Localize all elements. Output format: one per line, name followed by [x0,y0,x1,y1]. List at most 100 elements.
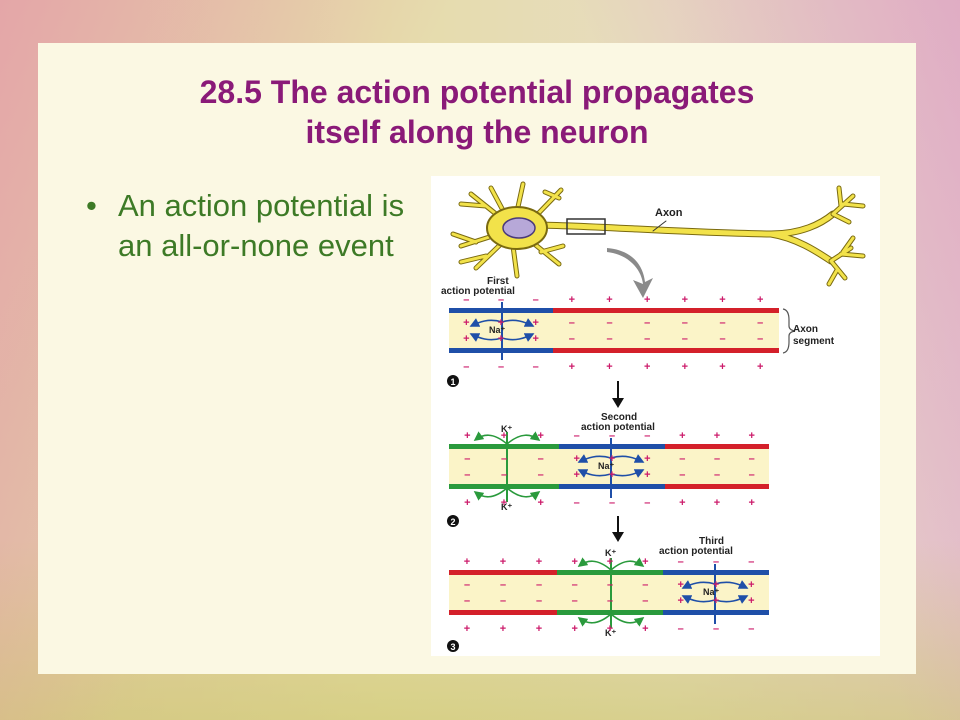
na-label: Na⁺ [489,325,506,335]
plus-charge: + [571,623,577,635]
step-2-marker [447,515,459,527]
step-1-marker [447,375,459,387]
plus-charge: + [498,317,504,329]
minus-charge: – [569,317,575,329]
minus-charge: – [749,469,755,481]
first-ap-label-2: action potential [441,286,515,297]
plus-charge: + [719,294,725,306]
plus-charge: + [642,556,648,568]
plus-charge: + [644,469,650,481]
plus-charge: + [607,556,613,568]
plus-charge: + [748,595,754,607]
minus-charge: – [678,623,684,635]
minus-charge: – [463,294,469,306]
minus-charge: – [642,595,648,607]
minus-charge: – [464,595,470,607]
plus-charge: + [464,556,470,568]
plus-charge: + [609,469,615,481]
plus-charge: + [679,497,685,509]
minus-charge: – [501,469,507,481]
minus-charge: – [538,469,544,481]
plus-charge: + [464,623,470,635]
minus-charge: – [749,453,755,465]
step-3-axon-segment: Na⁺ K⁺ K⁺ [449,548,769,638]
plus-charge: + [536,623,542,635]
plus-charge: + [682,294,688,306]
plus-charge: + [532,317,538,329]
minus-charge: – [682,333,688,345]
figure-svg: Axon First action potential Na⁺ Axon seg… [441,181,866,652]
plus-charge: + [607,623,613,635]
plus-charge: + [679,430,685,442]
minus-charge: – [572,579,578,591]
title-line-2: itself along the neuron [305,114,649,150]
plus-charge: + [677,595,683,607]
minus-charge: – [679,469,685,481]
second-ap-label-1: Second [601,412,637,423]
svg-text:Na⁺: Na⁺ [598,461,615,471]
minus-charge: – [574,497,580,509]
zoom-arrow [607,248,653,298]
plus-charge: + [606,361,612,373]
plus-charge: + [682,361,688,373]
k-label: K⁺ [501,424,512,434]
minus-charge: – [536,595,542,607]
neuron-illustration [450,181,866,287]
plus-charge: + [571,556,577,568]
step-3-marker [447,640,459,652]
minus-charge: – [536,579,542,591]
first-ap-label-1: First [487,276,509,287]
minus-charge: – [533,294,539,306]
minus-charge: – [644,497,650,509]
svg-text:K⁺: K⁺ [501,502,512,512]
nucleus [502,217,536,239]
minus-charge: – [464,579,470,591]
plus-charge: + [644,294,650,306]
minus-charge: – [574,430,580,442]
membrane-charges: – + + – – + + – – + + – + – – + + – – + + – – + + – – + + – – + + – – + + – – +… [463,294,763,635]
plus-charge: + [464,497,470,509]
minus-charge: – [719,317,725,329]
plus-charge: + [748,579,754,591]
plus-charge: + [713,595,719,607]
minus-charge: – [538,453,544,465]
bullet-list: An action potential is an all-or-none ev… [80,186,410,266]
plus-charge: + [498,333,504,345]
third-ap-label-2: action potential [659,546,733,557]
plus-charge: + [464,430,470,442]
svg-text:3: 3 [450,642,455,652]
plus-charge: + [757,361,763,373]
plus-charge: + [714,497,720,509]
title-line-1: 28.5 The action potential propagates [199,74,755,110]
minus-charge: – [757,317,763,329]
plus-charge: + [713,579,719,591]
minus-charge: – [498,294,504,306]
minus-charge: – [748,623,754,635]
minus-charge: – [500,595,506,607]
plus-charge: + [532,333,538,345]
minus-charge: – [572,595,578,607]
plus-charge: + [569,361,575,373]
plus-charge: + [748,430,754,442]
minus-charge: – [498,361,504,373]
minus-charge: – [606,317,612,329]
minus-charge: – [682,317,688,329]
plus-charge: + [500,556,506,568]
plus-charge: + [714,430,720,442]
minus-charge: – [607,579,613,591]
minus-charge: – [569,333,575,345]
minus-charge: – [748,556,754,568]
plus-charge: + [500,623,506,635]
plus-charge: + [642,623,648,635]
axon-segment-label-1: Axon [793,324,818,335]
svg-text:1: 1 [450,377,455,387]
svg-text:K⁺: K⁺ [605,628,616,638]
plus-charge: + [573,453,579,465]
minus-charge: – [644,430,650,442]
minus-charge: – [644,317,650,329]
plus-charge: + [609,453,615,465]
plus-charge: + [606,294,612,306]
minus-charge: – [679,453,685,465]
minus-charge: – [642,579,648,591]
minus-charge: – [714,453,720,465]
